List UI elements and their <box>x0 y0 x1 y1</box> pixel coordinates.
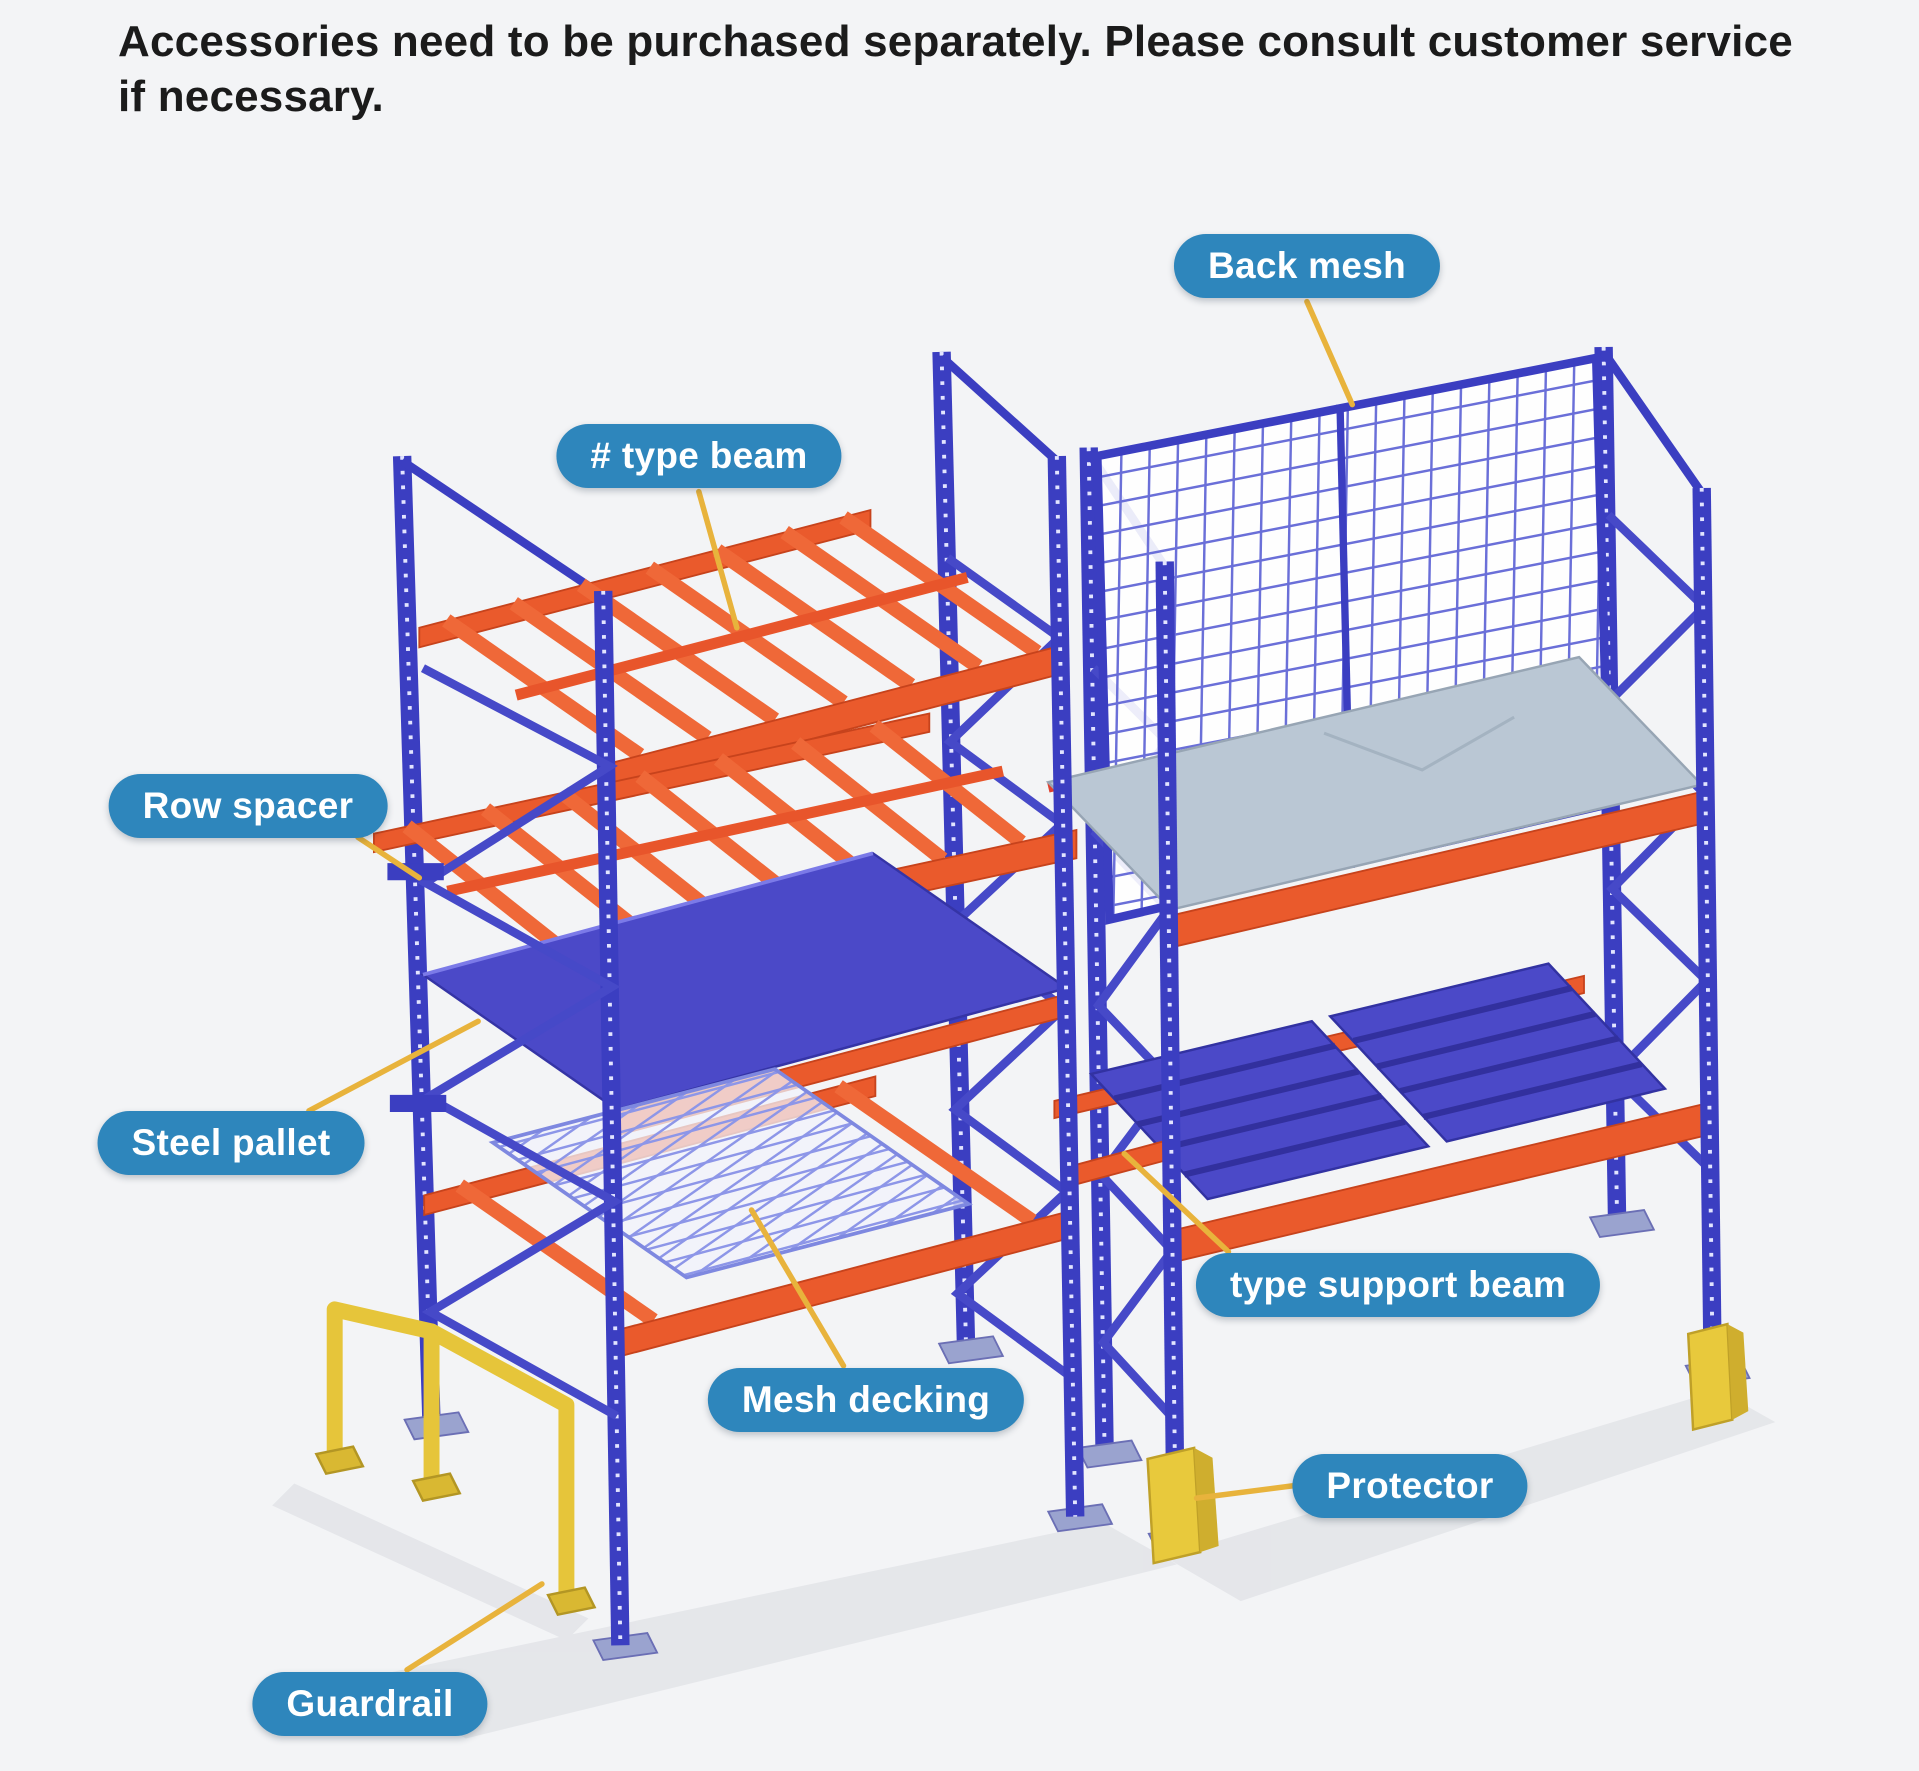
frame-bracing-left <box>417 664 623 1420</box>
note-text: Accessories need to be purchased separat… <box>118 17 1793 121</box>
leader-back-mesh <box>1304 298 1356 408</box>
blue-pallet-2 <box>1327 962 1668 1143</box>
label-mesh-decking: Mesh decking <box>707 1368 1025 1432</box>
guardrail <box>314 1301 597 1617</box>
label-guardrail: Guardrail <box>252 1672 488 1736</box>
hash-beam-deck-top <box>418 508 1066 792</box>
leader-row-spacer <box>355 834 423 881</box>
leader-support-beam <box>1121 1150 1232 1255</box>
leader-lines <box>306 298 1356 1673</box>
column-protectors <box>1146 1322 1749 1565</box>
label-support-beam: type support beam <box>1195 1253 1601 1317</box>
leader-steel-pallet <box>306 1018 481 1114</box>
rack-structure <box>272 298 1776 1739</box>
label-protector: Protector <box>1292 1454 1528 1518</box>
leader-mesh-decking <box>748 1207 847 1369</box>
leader-guardrail <box>404 1581 545 1673</box>
label-row-spacer: Row spacer <box>108 774 388 838</box>
label-back-mesh: Back mesh <box>1173 234 1441 298</box>
right-bay-lower-level <box>1053 962 1708 1264</box>
floor-shadows <box>272 1390 1776 1739</box>
leader-protector <box>1193 1483 1295 1501</box>
gray-steel-pallet <box>1045 655 1708 951</box>
label-type-beam: # type beam <box>556 424 842 488</box>
label-steel-pallet: Steel pallet <box>97 1111 365 1175</box>
leader-type-beam <box>696 488 740 631</box>
